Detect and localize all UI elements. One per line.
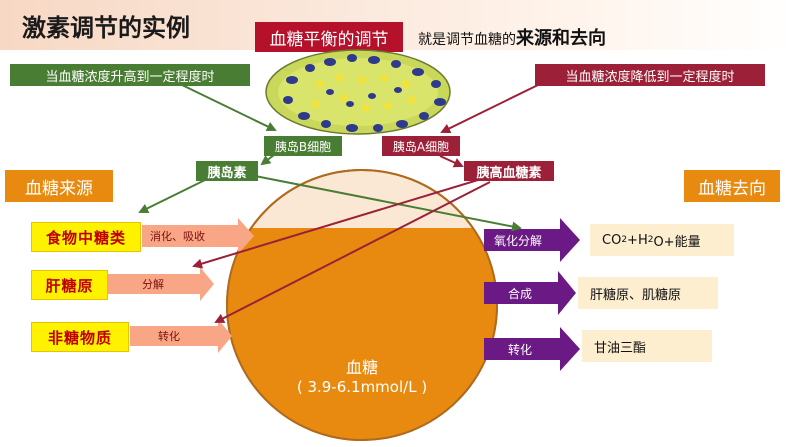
- condition-low: 当血糖浓度降低到一定程度时: [535, 64, 765, 86]
- center-range: ( 3.9-6.1mmol/L ): [296, 378, 428, 396]
- subtitle-box: 血糖平衡的调节: [255, 22, 403, 52]
- process-synthesis: 合成: [508, 286, 533, 301]
- subtitle: 就是调节血糖的来源和去向: [418, 24, 606, 50]
- arrow-insulin-to-source: [138, 179, 206, 213]
- sources-heading: 血糖来源: [5, 170, 113, 202]
- process-decompose: 分解: [142, 278, 164, 291]
- product-glycogen: 肝糖原、肌糖原: [578, 277, 718, 309]
- process-oxidation: 氧化分解: [494, 233, 543, 248]
- islet-illustration: [265, 49, 451, 135]
- center-label: 血糖: [345, 358, 378, 377]
- a-cell-box: 胰岛A细胞: [382, 136, 460, 156]
- arrow-insulin-to-oxidation: [254, 175, 522, 232]
- condition-high: 当血糖浓度升高到一定程度时: [10, 64, 250, 86]
- destinations-heading: 血糖去向: [684, 170, 780, 202]
- process-convert-out: 转化: [508, 342, 533, 357]
- source-liver-label: 肝糖原: [31, 270, 108, 300]
- process-digest-absorb: 消化、吸收: [150, 230, 205, 243]
- b-cell-box: 胰岛B细胞: [264, 136, 342, 156]
- subtitle-prefix: 就是调节血糖的: [418, 32, 516, 48]
- source-arrows: [108, 218, 254, 353]
- subtitle-emphasis: 来源和去向: [516, 28, 606, 49]
- process-convert-in: 转化: [158, 330, 180, 343]
- source-nonsugar-label: 非糖物质: [31, 322, 129, 352]
- insulin-box: 胰岛素: [196, 161, 258, 181]
- page-title: 激素调节的实例: [22, 14, 190, 42]
- product-triglyceride: 甘油三酯: [582, 330, 712, 362]
- arrow-high-to-bcell: [179, 83, 277, 132]
- blood-glucose-pool: [226, 169, 498, 441]
- arrow-glucagon-to-nonsugar: [214, 181, 491, 323]
- arrow-acell-to-glucagon: [439, 155, 464, 168]
- source-food-label: 食物中糖类: [31, 222, 141, 252]
- arrow-glucagon-to-liver: [192, 179, 479, 269]
- glucagon-box: 胰高血糖素: [464, 161, 554, 181]
- destination-arrows: [484, 218, 580, 371]
- arrow-low-to-acell: [440, 83, 541, 133]
